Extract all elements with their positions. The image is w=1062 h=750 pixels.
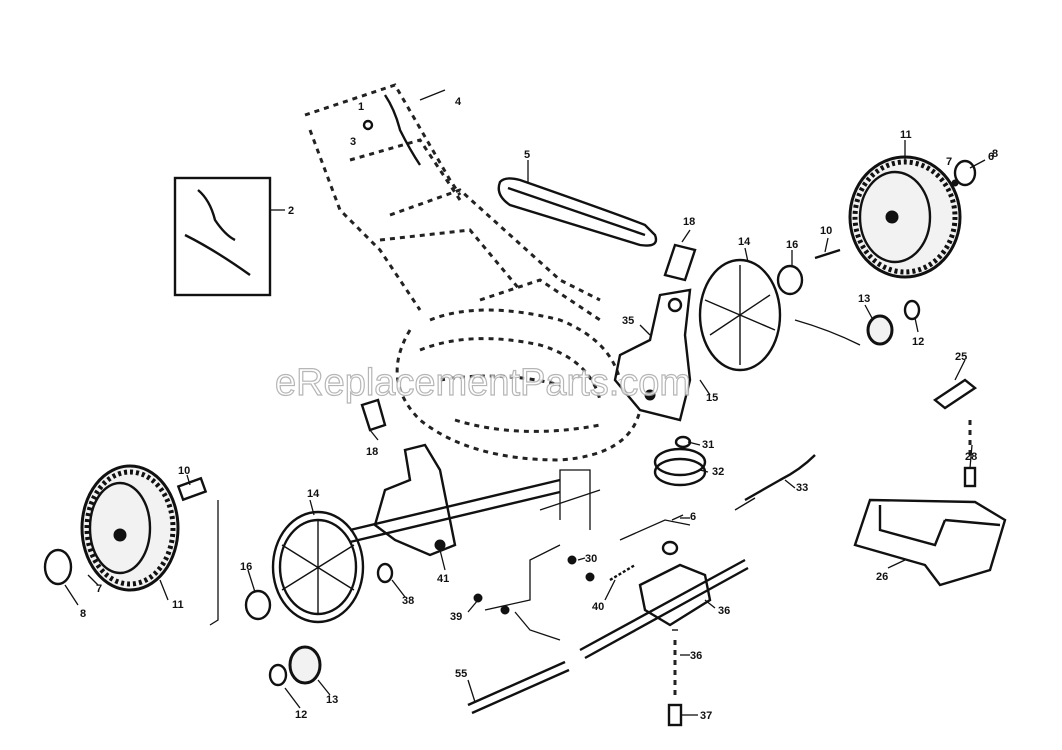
label-6-right: 6: [988, 151, 994, 163]
label-15-left: 38: [402, 595, 414, 607]
label-leaders: [64, 140, 986, 716]
label-13-right: 13: [858, 293, 870, 305]
label-8-left: 8: [80, 608, 86, 620]
label-7-right: 7: [946, 156, 952, 168]
handle-bracket: [362, 89, 446, 166]
label-33: 33: [796, 482, 808, 494]
rear-chute: [853, 498, 1007, 587]
pinion-left: [268, 562, 394, 687]
label-26: 26: [876, 571, 888, 583]
part-labels: 1 3 4 2 5 11 6 7 18 14 16 10 13 12 35 15…: [80, 96, 998, 722]
label-16-right: 16: [786, 239, 798, 251]
transmission: [579, 540, 749, 660]
bolt-stack: [667, 629, 683, 727]
gear-plate-left: [209, 500, 365, 626]
label-16-left: 16: [240, 561, 252, 573]
gear-plate-right: [698, 248, 841, 372]
pinion-right: [794, 299, 921, 346]
bushing-left: [176, 476, 208, 502]
hubcap-right: [951, 159, 977, 187]
leader-lines: [484, 469, 691, 641]
cable: [734, 454, 816, 511]
label-1: 1: [358, 101, 364, 113]
label-41: 41: [437, 573, 449, 585]
label-32: 32: [712, 466, 724, 478]
wheel-right-rear: [848, 155, 962, 279]
mower-deck-outline: [304, 83, 642, 462]
label-12-left: 12: [295, 709, 307, 721]
label-55: 55: [455, 668, 467, 680]
spring-40: [473, 555, 636, 615]
label-36-bottom: 36: [690, 650, 702, 662]
label-14-left: 14: [307, 488, 320, 500]
label-35: 35: [622, 315, 634, 327]
label-11-left: 11: [172, 599, 184, 611]
spring-left: [360, 398, 387, 432]
label-11-right: 11: [900, 129, 912, 141]
label-36-top: 36: [718, 605, 730, 617]
label-5: 5: [524, 149, 530, 161]
label-10-right: 10: [820, 225, 832, 237]
label-30: 30: [585, 553, 597, 565]
drive-bracket-left: [373, 443, 457, 557]
label-6-mid: 6: [690, 511, 696, 523]
label-4: 4: [455, 96, 462, 108]
label-plate: [932, 378, 978, 410]
label-2: 2: [288, 205, 294, 217]
label-40: 40: [592, 601, 604, 613]
label-13-left: 13: [326, 694, 338, 706]
label-10-left: 10: [178, 465, 190, 477]
label-25: 25: [955, 351, 967, 363]
label-37: 37: [700, 710, 712, 722]
label-12-right: 12: [912, 336, 924, 348]
label-8-right: 8: [992, 148, 998, 160]
label-18-left: 18: [366, 446, 378, 458]
rear-axle: [349, 478, 561, 544]
label-15-right: 15: [706, 392, 718, 404]
wheel-left-rear: [80, 464, 180, 592]
label-39: 39: [450, 611, 462, 623]
spring-right: [663, 243, 697, 282]
drive-bracket: [613, 288, 692, 422]
label-31: 31: [702, 439, 714, 451]
drive-belt: [497, 177, 658, 247]
label-3: 3: [350, 136, 356, 148]
label-18-right: 18: [683, 216, 695, 228]
watermark-text: eReplacementParts.com: [275, 362, 691, 404]
label-28: 28: [965, 451, 977, 463]
label-7-left: 7: [96, 583, 102, 595]
label-14-right: 14: [738, 236, 751, 248]
part-2-inset: [173, 176, 272, 297]
drive-shaft: [467, 660, 570, 715]
hubcap-left: [43, 548, 73, 586]
